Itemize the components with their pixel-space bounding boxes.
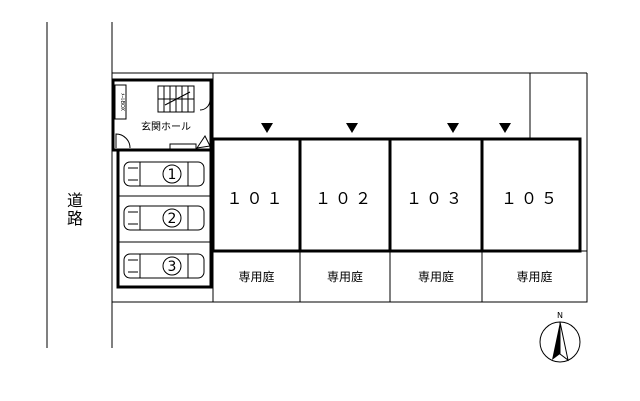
mailbox-label: ﾒｰﾙBOX xyxy=(119,93,125,111)
door-swing-left xyxy=(115,133,131,149)
north-compass: N xyxy=(539,311,581,363)
private-garden: 専用庭 xyxy=(481,250,588,303)
unit-number: １０１ xyxy=(226,189,286,208)
parking-cars: 1 2 3 xyxy=(123,161,205,279)
car-icon xyxy=(123,161,205,187)
units: １０１ １０２ １０３ １０５ 専用庭 専用庭 専用庭 専用庭 xyxy=(211,137,588,303)
unit-number: １０５ xyxy=(501,189,561,208)
private-garden: 専用庭 xyxy=(212,250,301,303)
car-icon xyxy=(123,253,205,279)
road-label-2: 路 xyxy=(67,209,83,228)
entrance-arrows xyxy=(261,123,511,133)
private-garden: 専用庭 xyxy=(299,250,391,303)
car-icon xyxy=(123,205,205,231)
door-swing-right xyxy=(199,99,211,111)
space-number-circle xyxy=(162,208,182,228)
unit-102: １０２ xyxy=(298,137,392,253)
unit-101: １０１ xyxy=(211,137,302,253)
garden-label: 専用庭 xyxy=(418,269,454,284)
entrance-hall-label: 玄関ホール xyxy=(141,120,191,133)
unit-103: １０３ xyxy=(388,137,484,253)
entrance-arrow-105 xyxy=(499,123,511,133)
road-label-1: 道 xyxy=(67,191,83,210)
space-number-circle xyxy=(162,256,182,276)
entrance-arrow-103 xyxy=(447,123,459,133)
garden-outline xyxy=(481,250,588,303)
parking-number: 3 xyxy=(168,259,177,275)
unit-number: １０２ xyxy=(315,189,375,208)
parking-space-3: 3 xyxy=(123,253,205,279)
stairs xyxy=(157,85,195,113)
compass-north-label: N xyxy=(557,311,563,320)
compass-needle-dark xyxy=(552,322,560,360)
entrance-arrow-102 xyxy=(346,123,358,133)
entrance-hall: ﾒｰﾙBOX 玄関ホール xyxy=(111,78,213,152)
private-garden: 専用庭 xyxy=(389,250,483,303)
parking-area: 1 2 3 xyxy=(116,148,213,289)
space-number-circle xyxy=(162,164,182,184)
parking-outline xyxy=(116,148,213,289)
entry-marker xyxy=(195,135,211,149)
unit-number: １０３ xyxy=(406,189,466,208)
parking-space-2: 2 xyxy=(123,205,205,231)
mailbox-compartment xyxy=(114,84,127,120)
garden-label: 専用庭 xyxy=(516,269,552,284)
parking-number: 1 xyxy=(168,167,177,183)
parking-number: 2 xyxy=(168,211,177,227)
garden-label: 専用庭 xyxy=(238,269,274,284)
entrance-arrow-101 xyxy=(261,123,273,133)
unit-105: １０５ xyxy=(480,137,582,253)
garden-label: 専用庭 xyxy=(327,269,363,284)
parking-space-1: 1 xyxy=(123,161,205,187)
compass-needle-light xyxy=(559,321,569,362)
